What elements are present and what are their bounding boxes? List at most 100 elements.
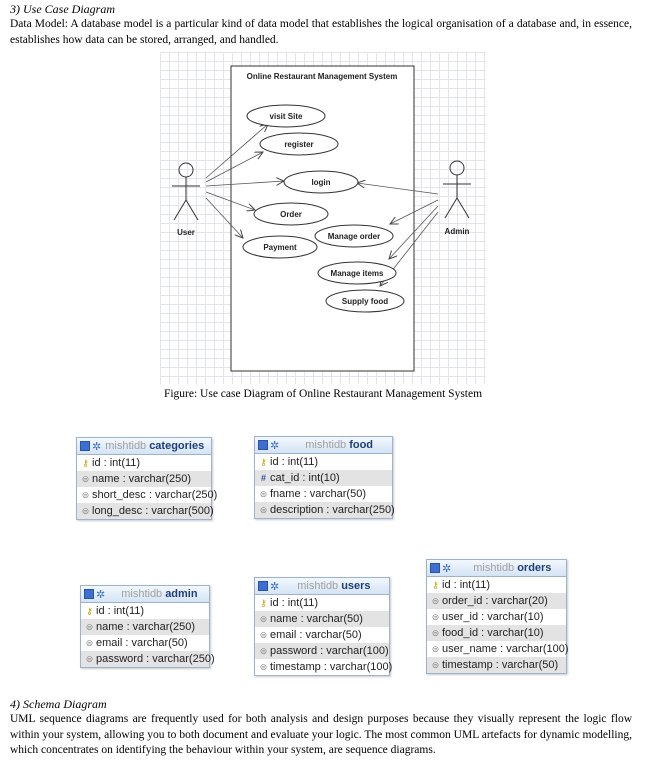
column-icon: ⊜ xyxy=(85,622,94,632)
section-3-heading: 3) Use Case Diagram xyxy=(10,2,115,16)
gear-icon: ✲ xyxy=(96,588,106,601)
checkbox-icon xyxy=(258,581,268,591)
column-text: name : varchar(250) xyxy=(96,621,196,633)
table-db-name: mishtidb xyxy=(121,588,163,600)
use-case-register xyxy=(259,132,339,156)
column-icon: ⊜ xyxy=(259,489,268,499)
table-row: ⊜timestamp : varchar(50) xyxy=(427,657,566,673)
column-text: timestamp : varchar(100) xyxy=(270,661,393,673)
column-text: password : varchar(250) xyxy=(96,653,215,665)
system-title: Online Restaurant Management System xyxy=(247,72,398,81)
gear-icon: ✲ xyxy=(442,562,452,575)
column-text: timestamp : varchar(50) xyxy=(442,659,559,671)
table-row: ⊜timestamp : varchar(100) xyxy=(255,659,393,675)
table-row: ⊜name : varchar(250) xyxy=(81,619,209,635)
table-name: categories xyxy=(149,440,205,452)
table-row: ⊜fname : varchar(50) xyxy=(255,486,392,502)
section-4-paragraph: UML sequence diagrams are frequently use… xyxy=(10,713,632,756)
use-case-label-login: login xyxy=(311,178,330,187)
column-text: password : varchar(100) xyxy=(270,645,389,657)
table-row: ⊜name : varchar(50) xyxy=(255,611,389,627)
gear-icon: ✲ xyxy=(92,440,102,453)
use-case-label-supply-food: Supply food xyxy=(342,297,388,306)
actor-label-admin: Admin xyxy=(445,227,470,236)
column-text: cat_id : int(10) xyxy=(270,472,340,484)
use-case-diagram: Online Restaurant Management System User… xyxy=(172,65,471,372)
column-icon: ⊜ xyxy=(259,630,268,640)
table-row: ⊜food_id : varchar(10) xyxy=(427,625,566,641)
column-text: long_desc : varchar(500) xyxy=(92,505,214,517)
column-text: order_id : varchar(20) xyxy=(442,595,548,607)
gear-icon: ✲ xyxy=(270,580,280,593)
key-icon: ⚷ xyxy=(432,580,439,590)
table-name: users xyxy=(341,580,371,592)
column-text: email : varchar(50) xyxy=(96,637,188,649)
use-case-payment xyxy=(242,235,318,259)
gear-icon: ✲ xyxy=(270,439,280,452)
table-row: # cat_id : int(10) xyxy=(255,470,392,486)
use-case-supply-food xyxy=(325,289,405,313)
column-icon: ⊜ xyxy=(85,638,94,648)
column-text: short_desc : varchar(250) xyxy=(92,489,218,501)
table-row: ⚷id : int(11) xyxy=(427,577,566,593)
use-case-order xyxy=(253,202,329,226)
table-row: ⊜name : varchar(250) xyxy=(77,471,211,487)
column-text: id : int(11) xyxy=(270,597,319,609)
key-icon: ⚷ xyxy=(260,457,267,467)
key-icon: ⚷ xyxy=(86,606,93,616)
column-icon: ⊜ xyxy=(259,505,268,515)
column-icon: ⊜ xyxy=(81,474,90,484)
checkbox-icon xyxy=(430,563,440,573)
table-row: ⊜description : varchar(250) xyxy=(255,502,395,518)
table-name: food xyxy=(349,439,374,451)
use-case-label-register: register xyxy=(284,140,313,149)
table-db-name: mishtidb xyxy=(105,440,147,452)
column-text: id : int(11) xyxy=(270,456,319,468)
section-4-heading: 4) Schema Diagram xyxy=(10,697,107,711)
key-icon: ⚷ xyxy=(82,458,89,468)
table-db-name: mishtidb xyxy=(305,439,347,451)
table-row: ⊜user_id : varchar(10) xyxy=(427,609,566,625)
use-case-login xyxy=(283,170,359,194)
use-case-label-payment: Payment xyxy=(263,243,297,252)
table-name: admin xyxy=(165,588,198,600)
column-icon: ⊜ xyxy=(431,596,440,606)
use-case-label-order: Order xyxy=(280,210,302,219)
table-row: ⊜long_desc : varchar(500) xyxy=(77,503,214,519)
admin-actor-figure xyxy=(443,160,471,219)
actor-label-user: User xyxy=(177,228,195,237)
index-icon: # xyxy=(260,473,266,483)
use-case-visit-site xyxy=(246,104,326,128)
column-icon: ⊜ xyxy=(259,646,268,656)
column-text: user_name : varchar(100) xyxy=(442,643,569,655)
use-case-label-manage-order: Manage order xyxy=(328,232,380,241)
checkbox-icon xyxy=(84,589,94,599)
column-icon: ⊜ xyxy=(81,506,90,516)
table-name: orders xyxy=(517,562,552,574)
table-row: ⊜order_id : varchar(20) xyxy=(427,593,566,609)
column-icon: ⊜ xyxy=(431,660,440,670)
figure-caption: Figure: Use case Diagram of Online Resta… xyxy=(163,388,483,400)
table-row: ⊜email : varchar(50) xyxy=(81,635,209,651)
table-row: ⊜user_name : varchar(100) xyxy=(427,641,569,657)
column-text: id : int(11) xyxy=(96,605,145,617)
column-text: id : int(11) xyxy=(92,457,141,469)
column-text: name : varchar(250) xyxy=(92,473,192,485)
table-row: ⊜password : varchar(250) xyxy=(81,651,215,667)
column-icon: ⊜ xyxy=(85,654,94,664)
table-row: ⚷id : int(11) xyxy=(81,603,209,619)
column-icon: ⊜ xyxy=(259,614,268,624)
checkbox-icon xyxy=(258,440,268,450)
admin-associations xyxy=(357,183,439,286)
column-icon: ⊜ xyxy=(431,628,440,638)
column-icon: ⊜ xyxy=(431,644,440,654)
